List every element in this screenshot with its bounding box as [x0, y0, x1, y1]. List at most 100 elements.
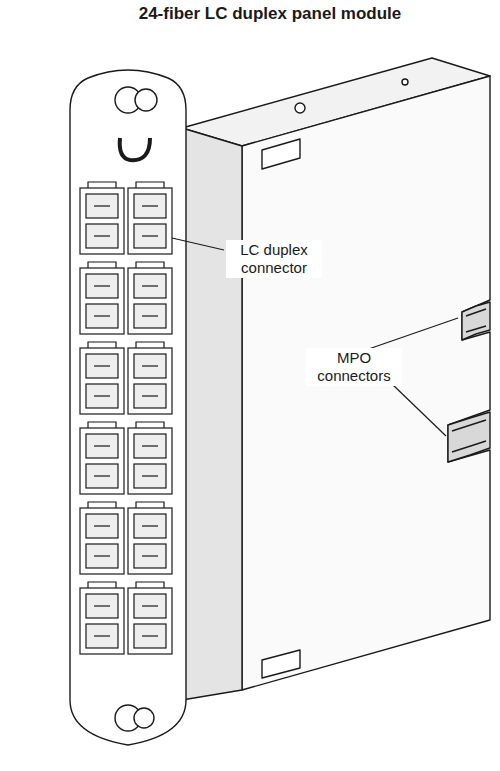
port-detail	[94, 315, 110, 316]
port-opening	[86, 594, 118, 618]
lc-duplex-port	[80, 342, 124, 414]
mpo-connector	[448, 412, 490, 462]
body-hole	[295, 103, 305, 113]
thumb-screw	[135, 89, 157, 111]
thumb-screw	[134, 708, 154, 728]
port-detail	[94, 235, 110, 236]
port-latch	[136, 502, 164, 508]
port-detail	[142, 205, 158, 206]
port-detail	[94, 395, 110, 396]
mpo-detail	[452, 420, 486, 431]
port-opening	[134, 354, 166, 378]
port-housing	[80, 588, 124, 654]
port-latch	[136, 582, 164, 588]
port-opening	[134, 464, 166, 488]
lc-duplex-port	[80, 502, 124, 574]
leader-line	[172, 238, 224, 250]
port-opening	[86, 354, 118, 378]
port-detail	[94, 475, 110, 476]
port-detail	[142, 285, 158, 286]
port-opening	[86, 304, 118, 328]
port-opening	[86, 274, 118, 298]
port-housing	[128, 428, 172, 494]
lc-duplex-port	[80, 582, 124, 654]
lc-duplex-port	[80, 262, 124, 334]
port-housing	[80, 508, 124, 574]
port-opening	[86, 194, 118, 218]
part-label: LC duplex connector	[226, 240, 322, 278]
port-detail	[142, 635, 158, 636]
port-detail	[94, 205, 110, 206]
port-opening	[86, 464, 118, 488]
body-side	[242, 76, 490, 690]
port-housing	[80, 268, 124, 334]
lc-duplex-port	[80, 422, 124, 494]
port-housing	[128, 268, 172, 334]
port-detail	[142, 555, 158, 556]
port-detail	[142, 605, 158, 606]
body-hole	[402, 79, 408, 85]
port-detail	[94, 445, 110, 446]
port-housing	[128, 348, 172, 414]
pull-loop	[120, 138, 150, 160]
port-detail	[142, 235, 158, 236]
leader-line	[392, 384, 446, 436]
port-latch	[136, 342, 164, 348]
lc-duplex-port	[128, 342, 172, 414]
port-opening	[134, 194, 166, 218]
part-label: MPO connectors	[306, 348, 402, 386]
body-front	[182, 128, 242, 700]
port-opening	[86, 384, 118, 408]
latch-slot	[262, 650, 300, 678]
mpo-detail	[452, 441, 486, 452]
port-opening	[134, 594, 166, 618]
port-opening	[86, 434, 118, 458]
port-latch	[136, 422, 164, 428]
lc-duplex-port	[128, 262, 172, 334]
port-latch	[136, 182, 164, 188]
lc-duplex-port	[128, 502, 172, 574]
port-housing	[80, 188, 124, 254]
port-latch	[88, 422, 116, 428]
port-housing	[80, 428, 124, 494]
port-opening	[86, 544, 118, 568]
port-housing	[128, 508, 172, 574]
port-detail	[142, 395, 158, 396]
port-detail	[94, 285, 110, 286]
port-detail	[142, 445, 158, 446]
diagram-title: 24-fiber LC duplex panel module	[139, 4, 402, 24]
port-latch	[136, 262, 164, 268]
port-latch	[88, 182, 116, 188]
port-opening	[134, 514, 166, 538]
port-detail	[94, 605, 110, 606]
port-detail	[94, 365, 110, 366]
port-housing	[128, 188, 172, 254]
port-latch	[88, 262, 116, 268]
lc-duplex-port	[80, 182, 124, 254]
port-detail	[142, 365, 158, 366]
mpo-connector	[462, 302, 490, 340]
port-opening	[86, 624, 118, 648]
port-opening	[134, 304, 166, 328]
lc-duplex-port	[128, 422, 172, 494]
port-opening	[134, 624, 166, 648]
port-detail	[94, 555, 110, 556]
port-opening	[134, 544, 166, 568]
port-latch	[88, 502, 116, 508]
latch-slot	[262, 139, 300, 169]
port-opening	[134, 274, 166, 298]
port-opening	[86, 224, 118, 248]
lc-duplex-port	[128, 182, 172, 254]
leader-line	[360, 318, 458, 352]
port-latch	[88, 582, 116, 588]
port-housing	[80, 348, 124, 414]
port-opening	[134, 384, 166, 408]
port-detail	[94, 525, 110, 526]
port-opening	[134, 434, 166, 458]
port-latch	[88, 342, 116, 348]
port-housing	[128, 588, 172, 654]
lc-duplex-port	[128, 582, 172, 654]
port-detail	[142, 525, 158, 526]
port-opening	[86, 514, 118, 538]
